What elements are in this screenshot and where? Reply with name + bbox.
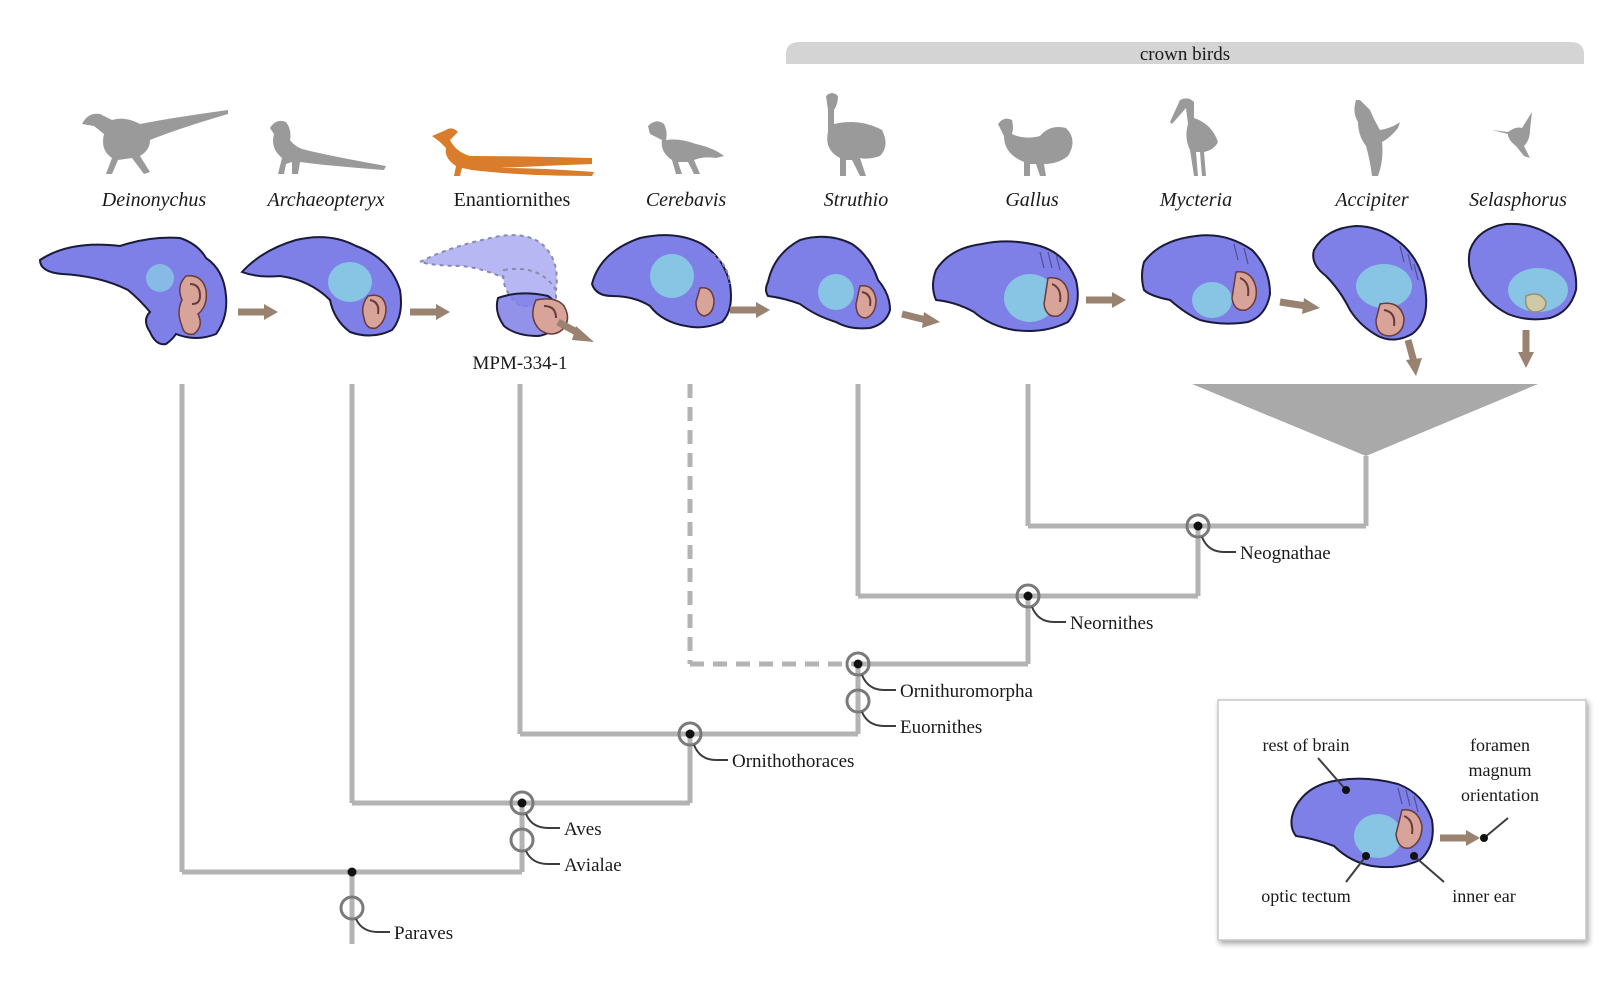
clade-labels: Neognathae Neornithes Ornithuromorpha Eu… xyxy=(394,543,1331,944)
legend-arrow xyxy=(1440,830,1480,846)
brain-selasphorus xyxy=(1467,222,1578,321)
taxon-label-selasphorus: Selasphorus xyxy=(1469,189,1567,211)
arrow-archaeopteryx xyxy=(410,304,450,320)
taxon-labels: Deinonychus Archaeopteryx Enantiornithes… xyxy=(101,189,1567,211)
brain-gallus xyxy=(932,240,1079,332)
taxon-label-accipiter: Accipiter xyxy=(1333,189,1409,211)
taxon-label-cerebavis: Cerebavis xyxy=(646,189,727,211)
brain-struthio xyxy=(765,235,892,330)
leader-foramen xyxy=(1483,817,1509,839)
node-avialae xyxy=(509,827,560,865)
mycteria-silhouette-icon xyxy=(1170,98,1218,176)
clade-label-paraves: Paraves xyxy=(394,923,453,944)
taxon-label-archaeopteryx: Archaeopteryx xyxy=(266,189,385,211)
crown-birds-banner: crown birds xyxy=(786,42,1584,65)
node-aves xyxy=(509,790,560,829)
node-paraves xyxy=(339,867,390,933)
leader-rest-of-brain xyxy=(1317,757,1347,791)
silhouettes xyxy=(82,93,1532,176)
arrow-selasphorus xyxy=(1518,330,1534,368)
clade-label-avialae: Avialae xyxy=(564,855,622,876)
brain-enantiornithes xyxy=(417,234,569,338)
brain-archaeopteryx xyxy=(240,236,402,337)
enantiornithes-silhouette-icon xyxy=(432,128,594,176)
taxon-label-enantiornithes: Enantiornithes xyxy=(454,189,571,211)
node-markers xyxy=(339,513,1236,933)
arrow-deinonychus xyxy=(238,304,278,320)
brain-accipiter xyxy=(1312,224,1428,341)
cerebavis-silhouette-icon xyxy=(648,121,724,174)
legend-inset: rest of brain foramen magnum orientation… xyxy=(1217,699,1587,941)
node-ornithothoraces xyxy=(677,721,728,761)
archaeopteryx-silhouette-icon xyxy=(270,120,386,174)
crown-radiation-wedge xyxy=(1192,384,1538,456)
legend-label-foramen-2: magnum xyxy=(1469,760,1532,780)
crown-birds-label: crown birds xyxy=(1140,44,1230,65)
taxon-label-gallus: Gallus xyxy=(1005,189,1059,211)
arrow-struthio xyxy=(901,310,940,328)
clade-label-aves: Aves xyxy=(564,819,602,840)
legend-label-foramen-3: orientation xyxy=(1461,785,1539,805)
gallus-silhouette-icon xyxy=(998,118,1073,176)
cladogram xyxy=(179,384,1369,944)
node-neornithes xyxy=(1015,583,1066,623)
brain-cerebavis xyxy=(590,234,732,329)
clade-label-ornithuromorpha: Ornithuromorpha xyxy=(900,681,1034,702)
arrow-enantiornithes xyxy=(556,318,594,342)
node-euornithes xyxy=(845,688,896,727)
clade-label-neognathae: Neognathae xyxy=(1240,543,1331,564)
node-neognathae xyxy=(1185,513,1236,553)
arrow-mycteria xyxy=(1279,298,1320,314)
leader-inner-ear xyxy=(1413,855,1445,883)
legend-brain xyxy=(1290,777,1434,869)
legend-label-foramen-1: foramen xyxy=(1470,735,1530,755)
taxon-label-struthio: Struthio xyxy=(824,189,888,211)
arrow-accipiter xyxy=(1404,339,1422,376)
clade-label-euornithes: Euornithes xyxy=(900,717,982,738)
node-ornithuromorpha xyxy=(845,651,896,691)
foramen-arrows xyxy=(238,292,1534,376)
taxon-label-mycteria: Mycteria xyxy=(1159,189,1232,211)
accipiter-silhouette-icon xyxy=(1354,100,1400,176)
legend-label-optic-tectum: optic tectum xyxy=(1261,886,1350,906)
legend-label-inner-ear: inner ear xyxy=(1452,886,1515,906)
brain-endocasts xyxy=(38,222,1578,346)
taxon-label-deinonychus: Deinonychus xyxy=(101,189,207,211)
arrow-gallus xyxy=(1086,292,1126,308)
brain-mycteria xyxy=(1141,234,1272,325)
clade-label-neornithes: Neornithes xyxy=(1070,613,1153,634)
specimen-label: MPM-334-1 xyxy=(472,353,567,374)
deinonychus-silhouette-icon xyxy=(82,110,228,174)
selasphorus-silhouette-icon xyxy=(1492,112,1532,158)
arrow-cerebavis xyxy=(730,302,770,318)
struthio-silhouette-icon xyxy=(826,93,886,176)
clade-label-ornithothoraces: Ornithothoraces xyxy=(732,751,854,772)
brain-deinonychus xyxy=(38,236,228,346)
legend-label-rest-of-brain: rest of brain xyxy=(1263,735,1350,755)
leader-optic-tectum xyxy=(1345,855,1367,883)
